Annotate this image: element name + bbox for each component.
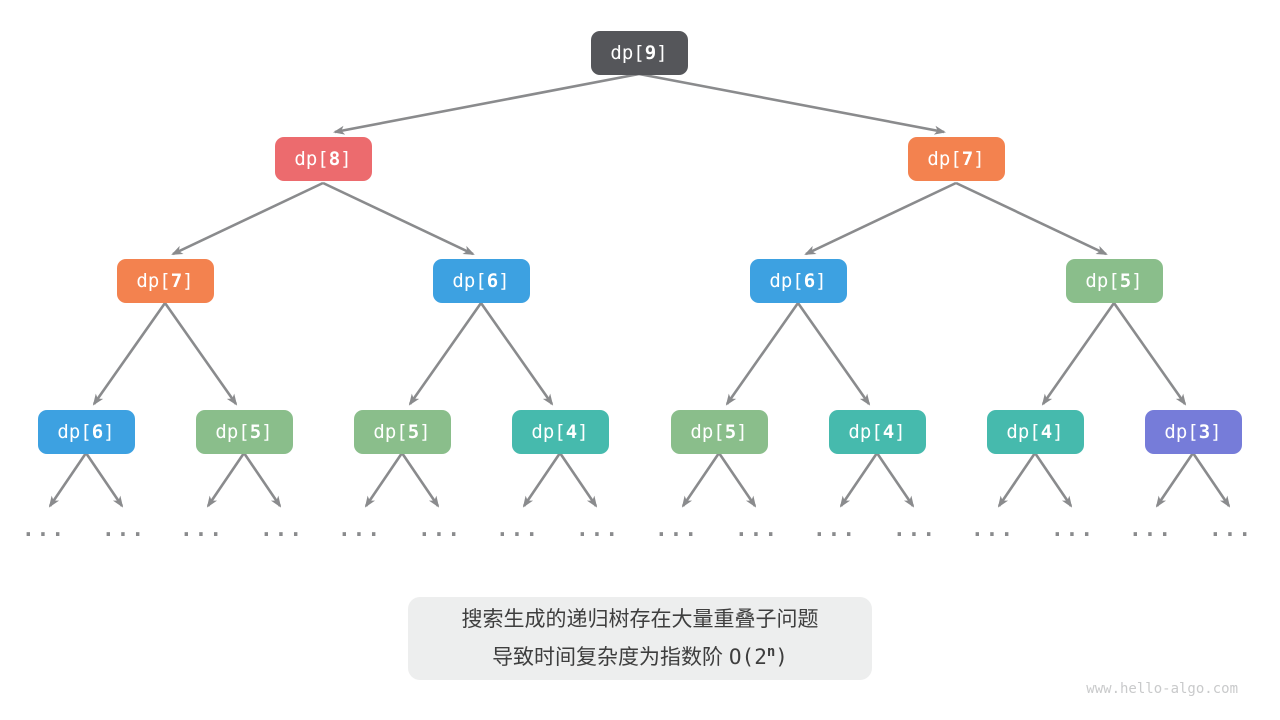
node-label-close: ] xyxy=(973,147,985,170)
node-label-close: ] xyxy=(103,420,115,443)
ellipsis-node: ... xyxy=(735,517,779,541)
node-label-close: ] xyxy=(1052,420,1064,443)
node-label-open: dp[ xyxy=(610,41,645,64)
ellipsis-node: ... xyxy=(655,517,699,541)
node-index: 4 xyxy=(565,420,578,443)
node-label-close: ] xyxy=(261,420,273,443)
node-label-open: dp[ xyxy=(294,147,329,170)
node-index: 7 xyxy=(170,269,183,292)
node-label-close: ] xyxy=(815,269,827,292)
node-label-open: dp[ xyxy=(373,420,408,443)
ellipsis-node: ... xyxy=(260,517,304,541)
node-label-open: dp[ xyxy=(1085,269,1120,292)
ellipsis-node: ... xyxy=(1209,517,1253,541)
ellipsis-node: ... xyxy=(893,517,937,541)
node-label-open: dp[ xyxy=(927,147,962,170)
node-label-close: ] xyxy=(577,420,589,443)
tree-node-dp6-level4: dp[6] xyxy=(37,410,135,454)
tree-node-dp7-level3: dp[7] xyxy=(116,259,214,303)
node-label-close: ] xyxy=(419,420,431,443)
ellipsis-node: ... xyxy=(338,517,382,541)
node-index: 6 xyxy=(91,420,104,443)
ellipsis-node: ... xyxy=(1051,517,1095,541)
caption-complexity-suffix: ) xyxy=(775,645,788,669)
tree-node-dp5-level4-b: dp[5] xyxy=(353,410,451,454)
node-index: 4 xyxy=(882,420,895,443)
caption-line1: 搜索生成的递归树存在大量重叠子问题 xyxy=(461,608,819,631)
tree-node-dp8: dp[8] xyxy=(274,137,372,181)
tree-node-dp6-level3-left: dp[6] xyxy=(432,259,530,303)
tree-node-dp4-level4-c: dp[4] xyxy=(986,410,1084,454)
node-index: 5 xyxy=(249,420,262,443)
node-label-open: dp[ xyxy=(531,420,566,443)
caption-complexity: O(2n) xyxy=(728,644,788,669)
node-label-close: ] xyxy=(182,269,194,292)
tree-node-dp9-root: dp[9] xyxy=(590,31,688,75)
node-label-close: ] xyxy=(894,420,906,443)
ellipsis-node: ... xyxy=(180,517,224,541)
node-label-close: ] xyxy=(736,420,748,443)
caption-complexity-exponent: n xyxy=(766,644,776,660)
node-index: 5 xyxy=(1119,269,1132,292)
node-label-open: dp[ xyxy=(1006,420,1041,443)
node-label-close: ] xyxy=(498,269,510,292)
tree-node-dp5-level4-c: dp[5] xyxy=(670,410,768,454)
node-index: 5 xyxy=(724,420,737,443)
caption-line2-text: 导致时间复杂度为指数阶 xyxy=(492,646,729,669)
ellipsis-node: ... xyxy=(22,517,66,541)
node-index: 8 xyxy=(328,147,341,170)
node-index: 7 xyxy=(961,147,974,170)
node-index: 4 xyxy=(1040,420,1053,443)
tree-node-dp3-level4: dp[3] xyxy=(1144,410,1242,454)
node-label-close: ] xyxy=(1131,269,1143,292)
tree-node-dp5-level3: dp[5] xyxy=(1065,259,1163,303)
tree-node-dp4-level4-a: dp[4] xyxy=(511,410,609,454)
node-label-open: dp[ xyxy=(1164,420,1199,443)
tree-node-dp4-level4-b: dp[4] xyxy=(828,410,926,454)
caption-box: 搜索生成的递归树存在大量重叠子问题 导致时间复杂度为指数阶 O(2n) xyxy=(408,597,872,680)
tree-node-dp6-level3-right: dp[6] xyxy=(749,259,847,303)
caption-line2: 导致时间复杂度为指数阶 O(2n) xyxy=(492,636,788,674)
ellipsis-node: ... xyxy=(102,517,146,541)
tree-edges xyxy=(48,72,1231,508)
node-index: 5 xyxy=(407,420,420,443)
node-label-close: ] xyxy=(656,41,668,64)
node-label-close: ] xyxy=(340,147,352,170)
ellipsis-node: ... xyxy=(971,517,1015,541)
ellipsis-node: ... xyxy=(496,517,540,541)
watermark: www.hello-algo.com xyxy=(1086,681,1238,697)
node-index: 6 xyxy=(803,269,816,292)
node-label-open: dp[ xyxy=(690,420,725,443)
node-label-open: dp[ xyxy=(848,420,883,443)
node-label-open: dp[ xyxy=(215,420,250,443)
node-label-open: dp[ xyxy=(452,269,487,292)
ellipsis-node: ... xyxy=(813,517,857,541)
node-label-open: dp[ xyxy=(769,269,804,292)
ellipsis-node: ... xyxy=(576,517,620,541)
node-index: 6 xyxy=(486,269,499,292)
node-label-close: ] xyxy=(1210,420,1222,443)
node-index: 9 xyxy=(644,41,657,64)
ellipsis-node: ... xyxy=(418,517,462,541)
tree-node-dp7-level2: dp[7] xyxy=(907,137,1005,181)
node-label-open: dp[ xyxy=(136,269,171,292)
ellipsis-node: ... xyxy=(1129,517,1173,541)
tree-node-dp5-level4-a: dp[5] xyxy=(195,410,293,454)
node-label-open: dp[ xyxy=(57,420,92,443)
node-index: 3 xyxy=(1198,420,1211,443)
caption-complexity-prefix: O(2 xyxy=(728,645,767,669)
